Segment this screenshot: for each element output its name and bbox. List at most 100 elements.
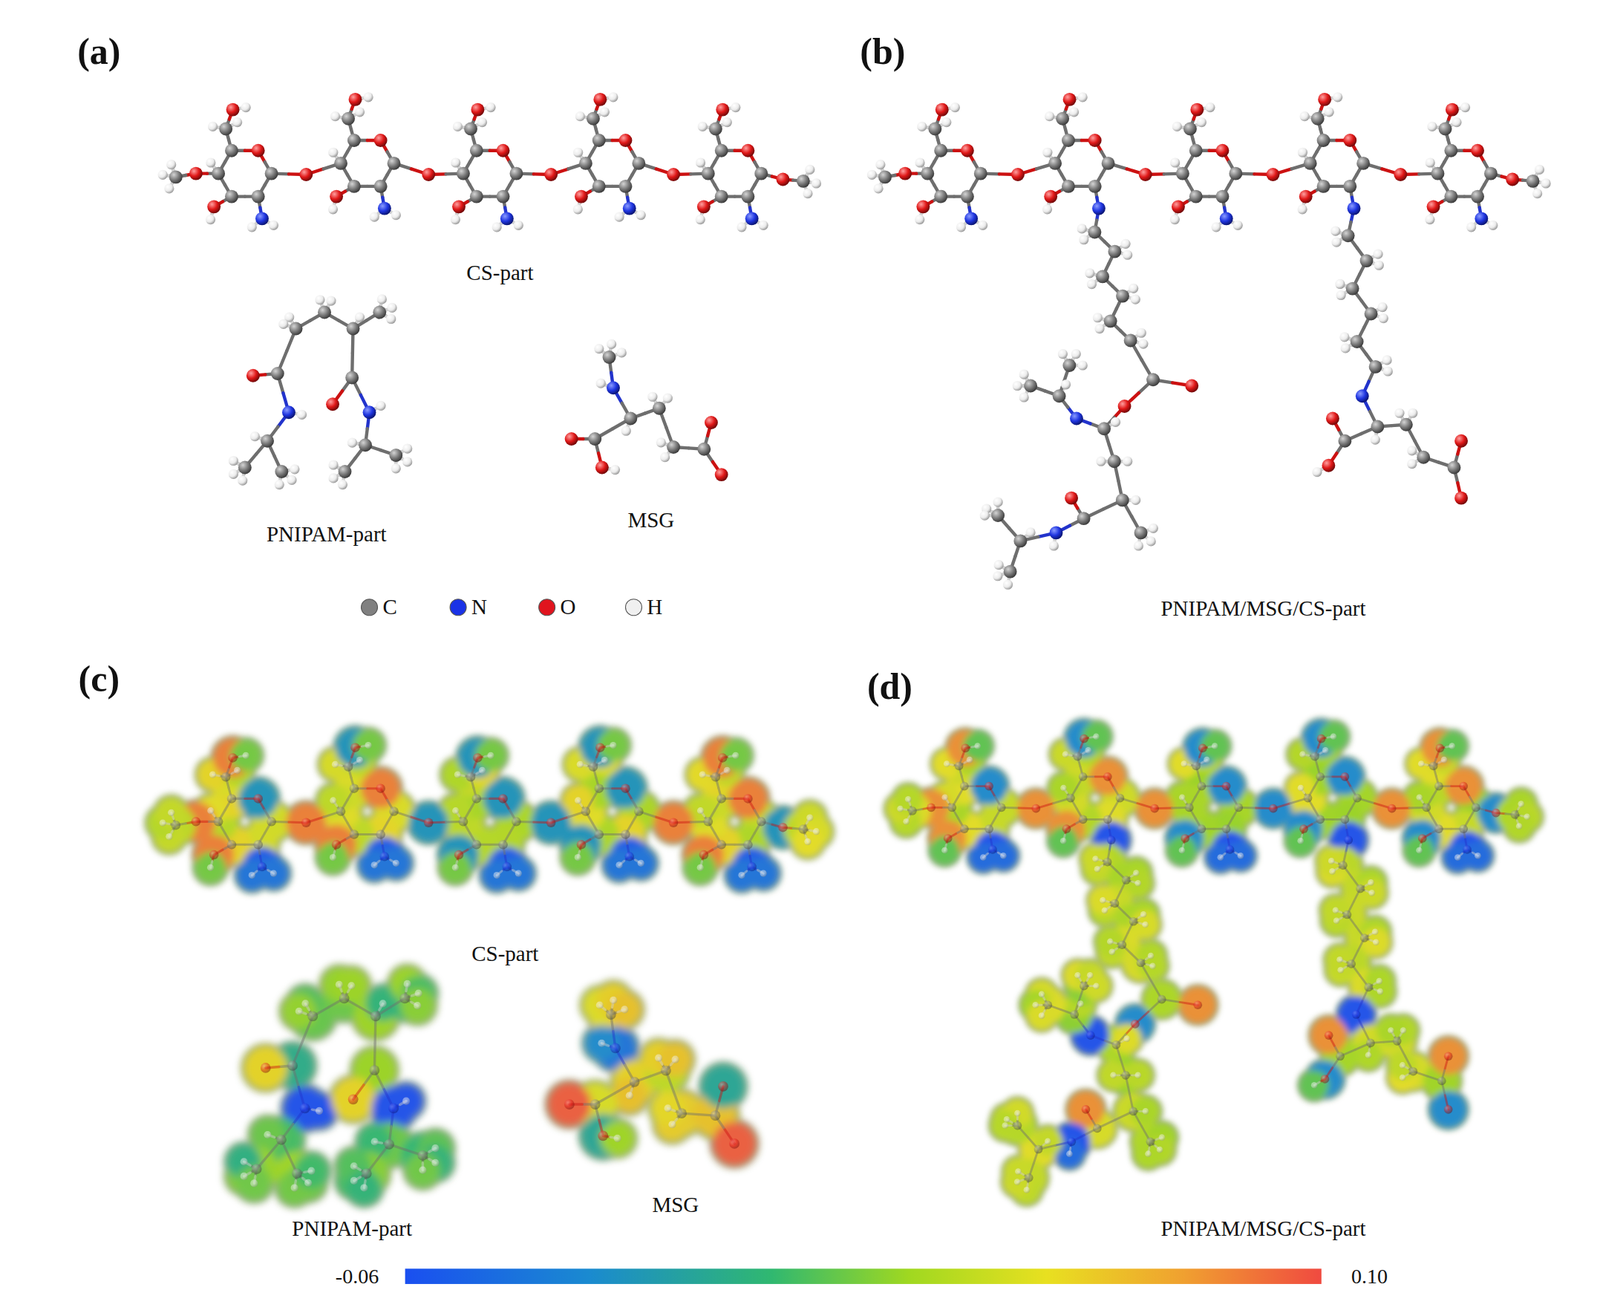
atom: [1297, 147, 1308, 158]
atom: [207, 121, 218, 132]
atom: [1374, 260, 1384, 271]
atom: [596, 378, 606, 389]
atom: [328, 204, 338, 214]
atom: [346, 322, 361, 336]
atom: [878, 170, 892, 184]
atom: [1190, 103, 1204, 117]
atom: [619, 133, 633, 148]
atom: [729, 1138, 740, 1149]
atom: [270, 869, 277, 877]
atom: [1092, 201, 1106, 216]
atom: [610, 464, 620, 475]
atom: [1317, 133, 1331, 148]
atom: [1343, 133, 1357, 148]
atom: [1317, 92, 1332, 107]
atom: [1136, 328, 1147, 338]
atom: [502, 861, 513, 872]
atom: [1115, 289, 1130, 303]
atom: [452, 199, 466, 214]
conjugate-model: [867, 92, 1551, 590]
atom: [1205, 102, 1215, 113]
atom: [1444, 190, 1458, 204]
atom: [1534, 164, 1545, 175]
atoms: [159, 741, 820, 879]
atom: [337, 479, 348, 490]
atom: [620, 783, 631, 793]
atom: [492, 221, 502, 232]
atom: [746, 861, 757, 872]
surface-blob: [238, 778, 279, 819]
atom: [609, 741, 617, 749]
surface-edge: [544, 980, 760, 1169]
atom: [1048, 156, 1062, 171]
bond-sticks: [571, 343, 722, 475]
bond-sticks: [162, 745, 816, 876]
atom: [1077, 511, 1091, 525]
atom: [1095, 456, 1106, 467]
atom: [1110, 417, 1121, 427]
atom: [1317, 179, 1331, 194]
atom: [287, 1060, 298, 1071]
atom: [1454, 434, 1468, 448]
atom: [418, 1165, 427, 1174]
atom: [345, 371, 359, 385]
atom: [1003, 565, 1018, 579]
atom: [1339, 331, 1350, 342]
atom: [1216, 190, 1230, 204]
atom: [1447, 461, 1462, 475]
atom: [590, 1098, 601, 1110]
atom: [740, 144, 755, 158]
atom: [251, 190, 266, 204]
atom: [224, 190, 239, 204]
atom: [1170, 214, 1180, 225]
atom: [369, 1064, 381, 1076]
atom: [1337, 434, 1352, 448]
atom: [364, 741, 372, 749]
atom: [1474, 211, 1488, 225]
atom: [1336, 290, 1347, 300]
atom: [676, 1107, 687, 1119]
atom: [466, 772, 476, 782]
atom: [1086, 279, 1097, 289]
atom: [1381, 354, 1392, 365]
atom: [1042, 204, 1053, 214]
atom: [241, 102, 251, 113]
atom: [597, 1130, 609, 1142]
atom: [615, 861, 623, 868]
atom: [960, 190, 975, 204]
atom: [354, 311, 365, 322]
atom: [1266, 167, 1280, 182]
atom: [314, 294, 325, 305]
atom: [472, 793, 482, 804]
atom: [211, 167, 225, 181]
atom: [1210, 221, 1221, 232]
atom: [470, 103, 485, 117]
surface-blob: [281, 993, 317, 1029]
bond-sticks: [244, 983, 436, 1188]
atom: [291, 1167, 303, 1179]
atom: [330, 111, 341, 122]
atom: [1334, 279, 1345, 289]
atom: [1023, 379, 1038, 393]
atom: [699, 850, 710, 860]
atom: [207, 199, 221, 214]
atoms: [158, 92, 822, 232]
atom: [928, 122, 942, 136]
atom: [389, 448, 403, 462]
atom: [1299, 190, 1313, 204]
atom: [1399, 418, 1413, 432]
atom: [1431, 167, 1445, 181]
atom: [1088, 133, 1102, 148]
atom: [253, 839, 263, 850]
surface-blob: [334, 968, 370, 1004]
atom: [1424, 214, 1435, 225]
atom: [388, 1103, 399, 1114]
atom: [1170, 157, 1180, 168]
atom: [1416, 450, 1430, 465]
atom: [1071, 348, 1082, 359]
atom: [260, 434, 274, 448]
atom: [339, 992, 350, 1004]
atom: [980, 510, 990, 520]
atom: [993, 497, 1004, 508]
